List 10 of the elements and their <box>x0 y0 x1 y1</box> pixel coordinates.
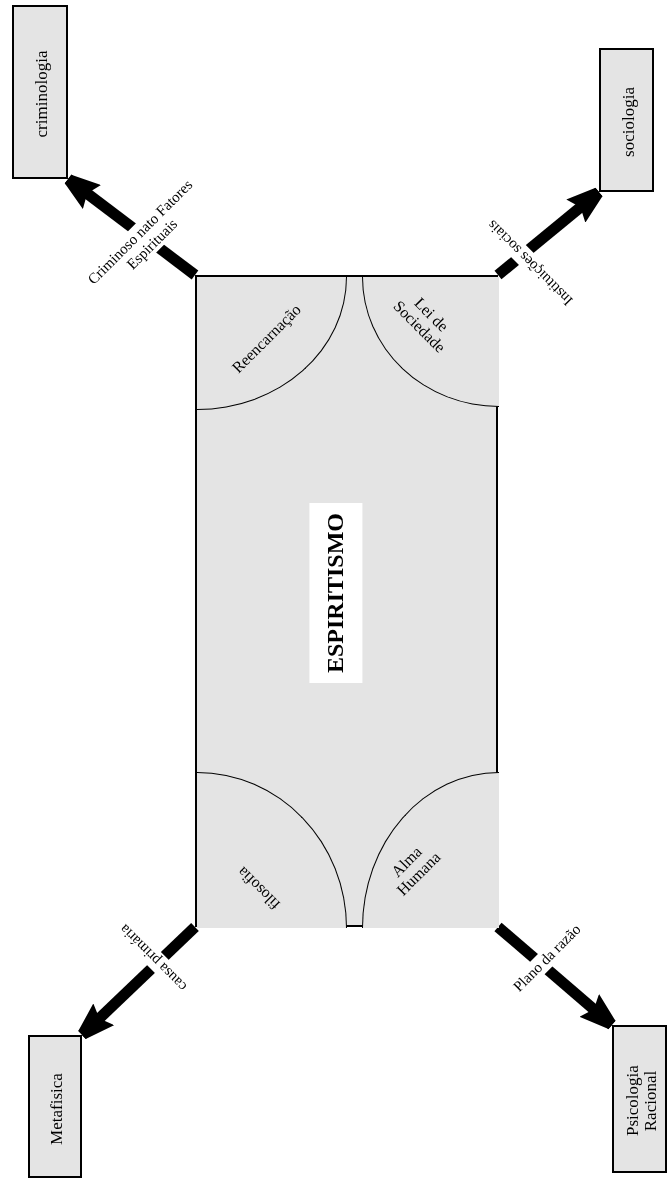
concept-panel <box>195 275 498 927</box>
topic-box <box>612 1025 667 1173</box>
topic-box <box>28 1035 82 1178</box>
topic-label: sociologia <box>619 87 638 157</box>
topic-label: Psicologia Racional <box>623 1066 660 1136</box>
topic-label: criminologia <box>33 50 51 138</box>
topic-label: Metafisica <box>48 1072 66 1145</box>
title-label: ESPIRITISMO <box>309 503 363 683</box>
topic-box <box>599 48 654 192</box>
topic-box <box>12 5 68 179</box>
